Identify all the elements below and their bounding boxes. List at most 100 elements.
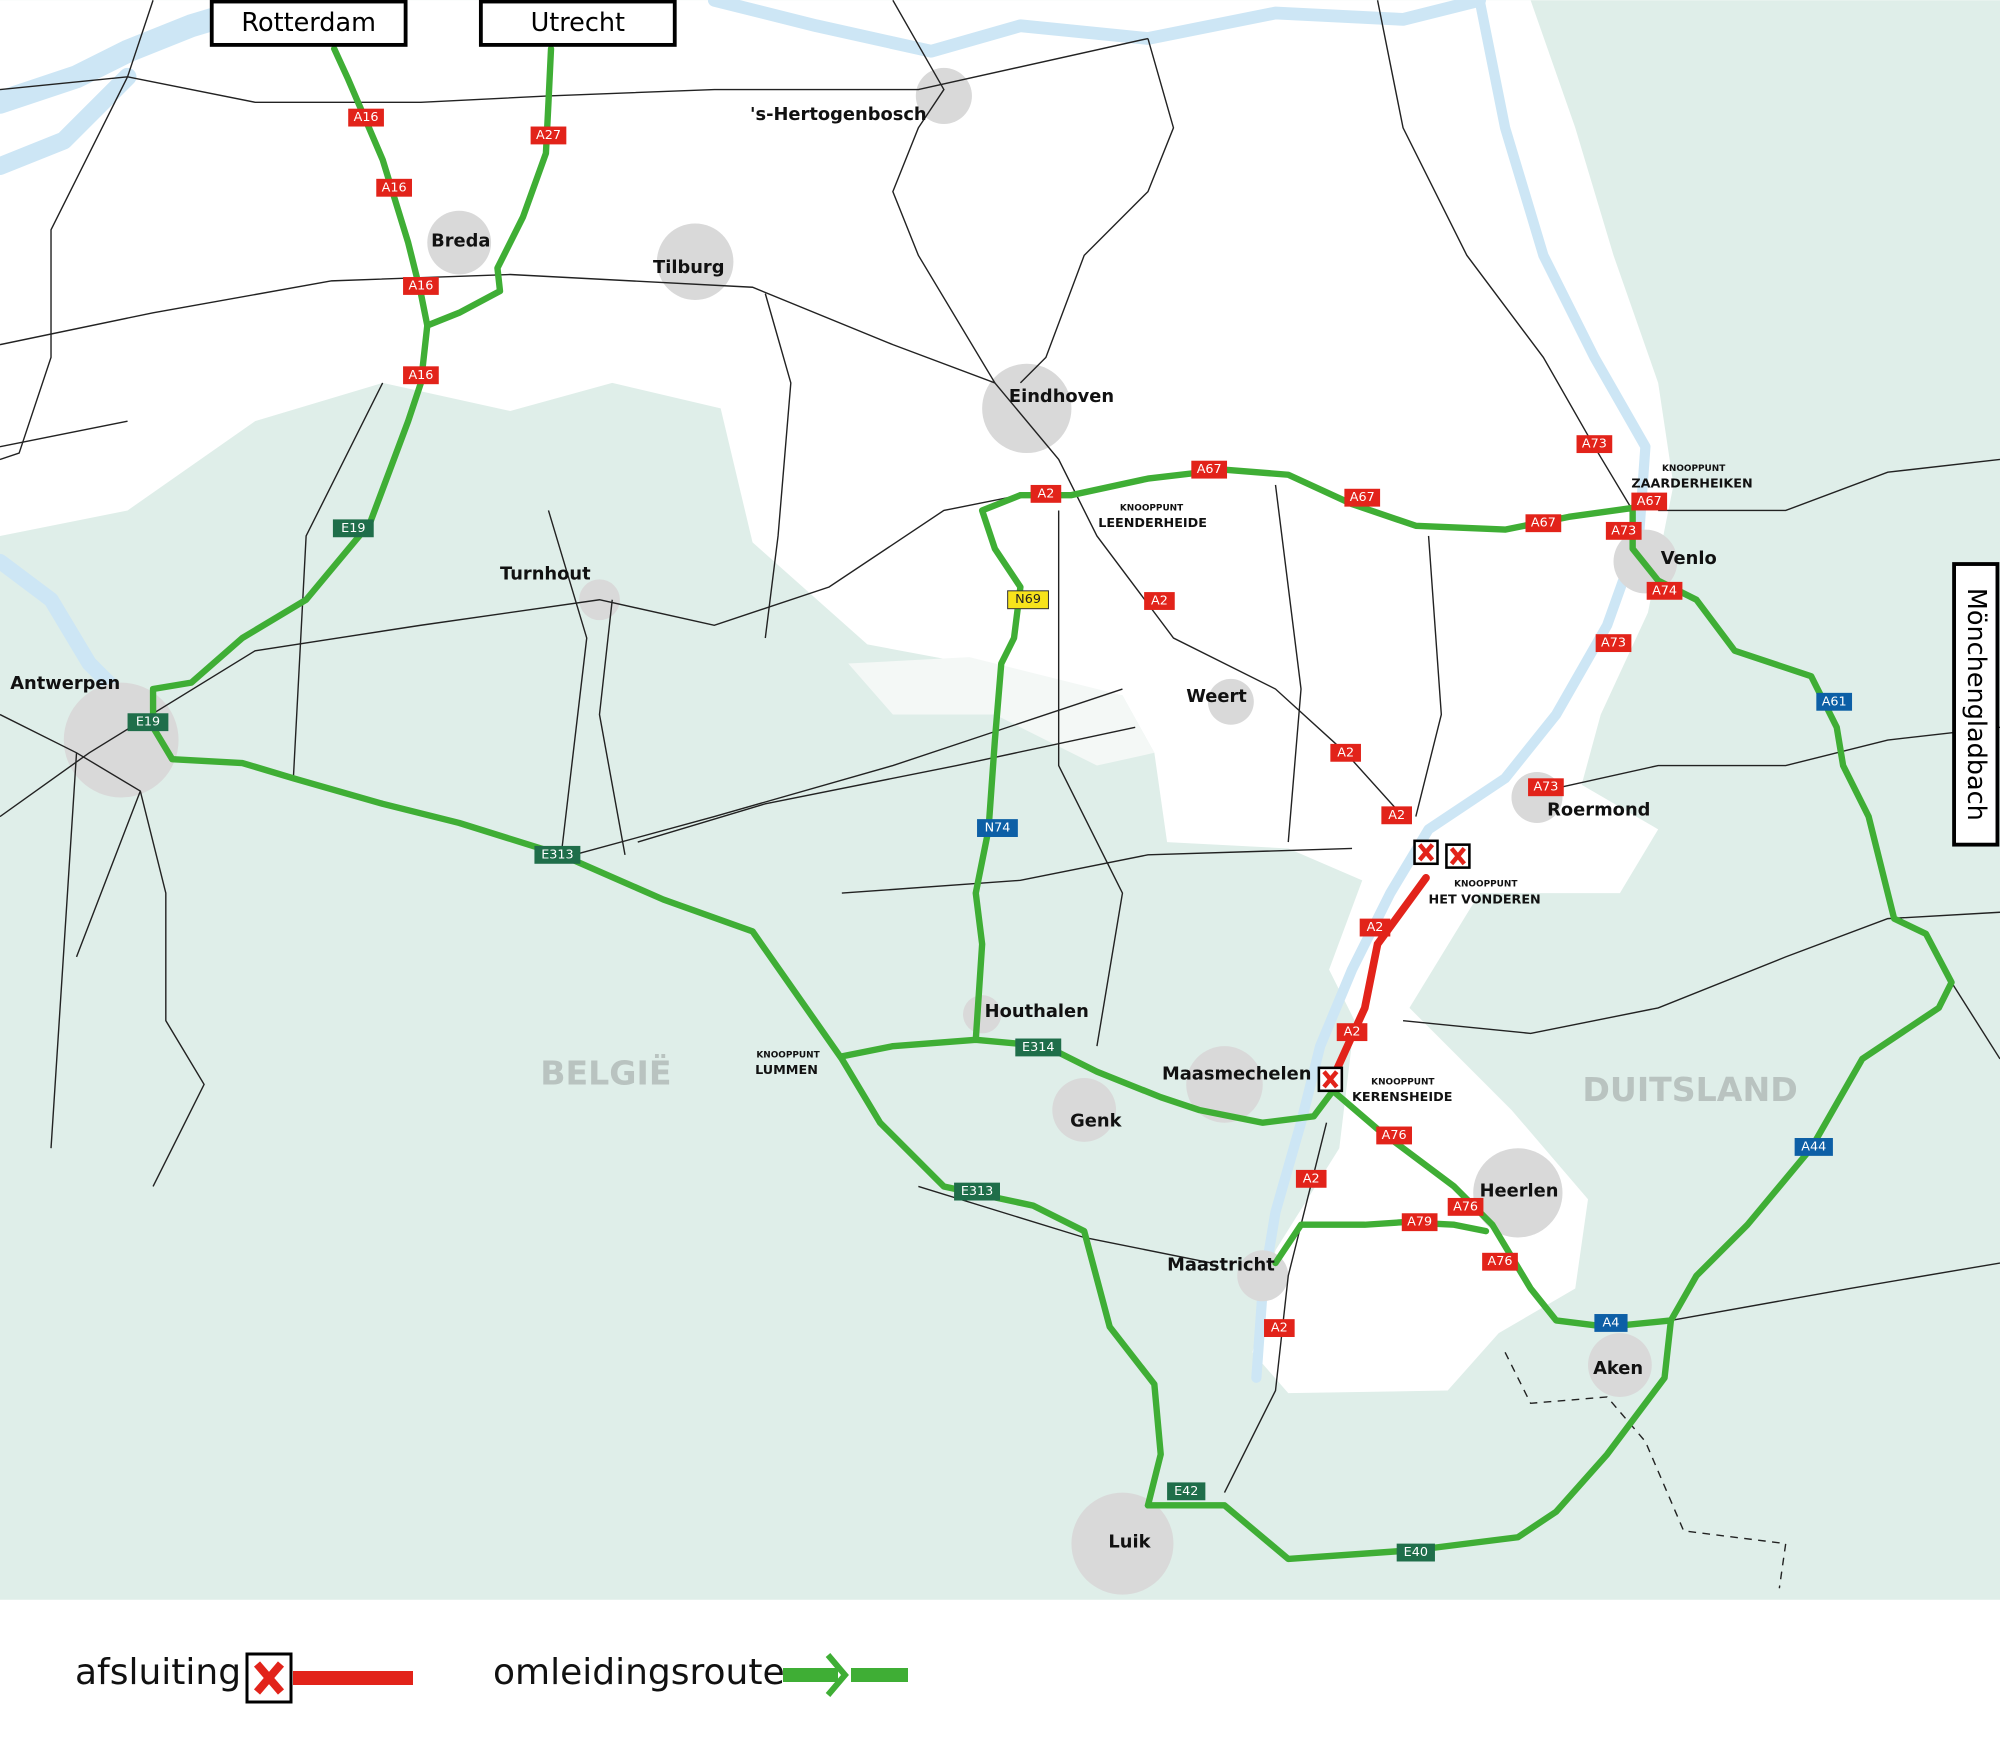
road-shield: N74 bbox=[977, 819, 1018, 837]
svg-text:A16: A16 bbox=[354, 110, 379, 125]
junction-label: HET VONDEREN bbox=[1429, 892, 1541, 907]
svg-text:E19: E19 bbox=[341, 521, 365, 536]
junction-label: LEENDERHEIDE bbox=[1098, 516, 1207, 531]
road-network bbox=[0, 0, 2000, 1589]
svg-text:A76: A76 bbox=[1453, 1199, 1478, 1214]
road-shield: A44 bbox=[1794, 1138, 1833, 1156]
road-shield: A67 bbox=[1525, 514, 1562, 533]
svg-text:E313: E313 bbox=[541, 847, 573, 862]
city-label: Roermond bbox=[1547, 799, 1650, 820]
svg-text:E19: E19 bbox=[136, 715, 160, 730]
road-shield: E19 bbox=[127, 713, 169, 732]
city-label: Tilburg bbox=[653, 257, 724, 278]
road-shield: A61 bbox=[1816, 692, 1853, 711]
junction-labels: KNOOPPUNT LEENDERHEIDE KNOOPPUNT ZAARDERHE… bbox=[755, 464, 1753, 1105]
city-label: Venlo bbox=[1661, 548, 1717, 569]
legend-detour-label: omleidingsroute bbox=[493, 1652, 785, 1693]
road-shield: A73 bbox=[1576, 435, 1613, 454]
svg-text:KNOOPPUNT: KNOOPPUNT bbox=[1120, 503, 1184, 513]
flemish-land bbox=[848, 657, 1155, 766]
svg-text:Rotterdam: Rotterdam bbox=[241, 8, 376, 38]
city-label: Maastricht bbox=[1167, 1255, 1275, 1276]
svg-text:N69: N69 bbox=[1015, 592, 1041, 607]
svg-text:N74: N74 bbox=[985, 821, 1011, 836]
netherlands-land bbox=[0, 0, 1674, 1394]
svg-text:A4: A4 bbox=[1603, 1315, 1620, 1330]
road-shield: A4 bbox=[1594, 1314, 1628, 1332]
road-shield: A2 bbox=[1030, 484, 1062, 503]
svg-text:A2: A2 bbox=[1303, 1171, 1320, 1186]
road-shield: E313 bbox=[534, 845, 581, 864]
legend: afsluiting omleidingsroute bbox=[0, 1600, 2000, 1750]
road-shield: A79 bbox=[1401, 1213, 1438, 1232]
svg-text:A27: A27 bbox=[536, 128, 561, 143]
city-label: Heerlen bbox=[1480, 1181, 1559, 1202]
svg-text:A2: A2 bbox=[1337, 745, 1354, 760]
svg-text:KNOOPPUNT: KNOOPPUNT bbox=[1371, 1077, 1435, 1087]
svg-text:A16: A16 bbox=[382, 180, 407, 195]
road-shield: E313 bbox=[954, 1182, 1000, 1201]
junction-label: ZAARDERHEIKEN bbox=[1631, 477, 1752, 492]
svg-text:A73: A73 bbox=[1582, 437, 1607, 452]
road-shield: A2 bbox=[1381, 806, 1412, 825]
road-shield: E42 bbox=[1167, 1482, 1206, 1501]
city-label: Maasmechelen bbox=[1162, 1063, 1311, 1084]
road-shield: A27 bbox=[530, 126, 567, 145]
city-label: Luik bbox=[1108, 1531, 1151, 1552]
city-label: Genk bbox=[1070, 1111, 1122, 1132]
legend-detour-symbol bbox=[783, 1653, 908, 1697]
road-shield: A76 bbox=[1482, 1252, 1518, 1271]
svg-text:A74: A74 bbox=[1652, 583, 1677, 598]
road-shield: A67 bbox=[1191, 460, 1228, 479]
road-shield: A2 bbox=[1295, 1169, 1327, 1188]
svg-text:E42: E42 bbox=[1174, 1484, 1198, 1499]
road-shields: A16 A16 A16 A16 A27 E19 E19 E313 E313 E3… bbox=[127, 108, 1853, 1562]
detour-map: Rotterdam Utrecht Mönchengladbach BELGIË… bbox=[0, 0, 2000, 1600]
junction-label: LUMMEN bbox=[755, 1063, 818, 1078]
road-shield: A2 bbox=[1264, 1319, 1295, 1337]
city-label: Antwerpen bbox=[10, 673, 120, 694]
closure-marker bbox=[1445, 843, 1471, 869]
road-shield: A2 bbox=[1144, 592, 1175, 610]
svg-text:A2: A2 bbox=[1271, 1321, 1288, 1336]
road-shield: A2 bbox=[1359, 918, 1391, 937]
country-label-germany: DUITSLAND bbox=[1582, 1070, 1797, 1109]
svg-text:A79: A79 bbox=[1407, 1215, 1432, 1230]
closed-road-a2 bbox=[1329, 873, 1430, 1082]
svg-text:A2: A2 bbox=[1151, 594, 1168, 609]
road-shield: A67 bbox=[1344, 488, 1381, 507]
road-shield: A76 bbox=[1376, 1126, 1412, 1145]
svg-text:A16: A16 bbox=[408, 278, 433, 293]
svg-text:KNOOPPUNT: KNOOPPUNT bbox=[756, 1051, 820, 1061]
road-shield: E314 bbox=[1015, 1038, 1062, 1057]
road-shield: A74 bbox=[1646, 581, 1683, 600]
road-shield: A2 bbox=[1330, 743, 1361, 762]
closure-marker bbox=[1317, 1066, 1344, 1093]
city-labels: 's-Hertogenbosch Breda Tilburg Eindhoven… bbox=[10, 104, 1717, 1552]
svg-text:A2: A2 bbox=[1367, 920, 1384, 935]
road-shield: A2 bbox=[1336, 1023, 1368, 1042]
urban-areas bbox=[63, 67, 1678, 1595]
road-shield: A16 bbox=[403, 366, 439, 385]
city-label: Breda bbox=[431, 230, 490, 251]
city-label: Aken bbox=[1593, 1358, 1643, 1379]
svg-text:A16: A16 bbox=[408, 368, 433, 383]
city-label: Turnhout bbox=[500, 563, 591, 584]
svg-text:A67: A67 bbox=[1531, 516, 1556, 531]
road-shield: A76 bbox=[1447, 1197, 1484, 1216]
svg-text:A44: A44 bbox=[1801, 1139, 1826, 1154]
country-label-belgium: BELGIË bbox=[540, 1052, 671, 1092]
svg-text:A67: A67 bbox=[1197, 462, 1222, 477]
svg-text:E313: E313 bbox=[961, 1184, 993, 1199]
road-shield: N69 bbox=[1007, 590, 1049, 610]
svg-text:A67: A67 bbox=[1637, 494, 1662, 509]
road-shield: A67 bbox=[1631, 492, 1668, 511]
road-shield: E40 bbox=[1396, 1543, 1435, 1562]
junction-label: KERENSHEIDE bbox=[1352, 1090, 1452, 1105]
svg-text:A73: A73 bbox=[1533, 780, 1558, 795]
city-label: Eindhoven bbox=[1009, 386, 1114, 407]
svg-text:A2: A2 bbox=[1344, 1025, 1361, 1040]
svg-text:A73: A73 bbox=[1601, 636, 1626, 651]
svg-text:Mönchengladbach: Mönchengladbach bbox=[1961, 588, 1991, 821]
svg-text:KNOOPPUNT: KNOOPPUNT bbox=[1662, 464, 1726, 474]
